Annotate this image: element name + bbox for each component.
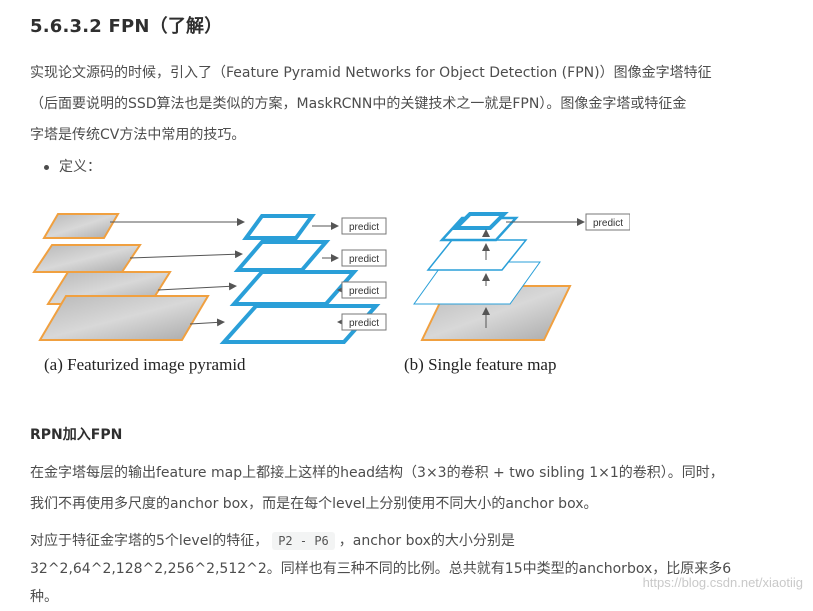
image-pyramid-a: predict predict predict predict (a) Feat…: [32, 213, 387, 374]
level-suffix: ，anchor box的大小分别是: [338, 533, 515, 549]
predict-box-a2: predict: [341, 249, 387, 267]
predict-label-a3: predict: [349, 286, 379, 297]
feature-map-3: [233, 240, 331, 272]
level-line-1: 对应于特征金字塔的5个level的特征，P2 - P6，anchor box的大…: [30, 527, 790, 555]
intro-line-3: 字塔是传统CV方法中常用的技巧。: [30, 127, 246, 143]
rpn-paragraph: 在金字塔每层的输出feature map上都接上这样的head结构（3×3的卷积…: [30, 458, 790, 520]
bullet-dot-icon: [44, 164, 49, 170]
caption-a: (a) Featurized image pyramid: [44, 355, 246, 374]
image-level-1: [38, 295, 210, 341]
predict-box-b: predict: [585, 213, 630, 231]
intro-paragraph: 实现论文源码的时候，引入了（Feature Pyramid Networks f…: [30, 58, 790, 151]
section-title: 5.6.3.2 FPN（了解）: [30, 16, 223, 37]
feature-map-4: [242, 214, 316, 240]
rpn-heading: RPN加入FPN: [30, 427, 123, 443]
definition-bullet: 定义：: [44, 156, 101, 176]
predict-label-a4: predict: [349, 318, 379, 329]
intro-line-1: 实现论文源码的时候，引入了（Feature Pyramid Networks f…: [30, 65, 712, 81]
watermark: https://blog.csdn.net/xiaotiig: [642, 575, 803, 590]
image-level-3: [32, 244, 142, 273]
intro-line-2: （后面要说明的SSD算法也是类似的方案，MaskRCNN中的关键技术之一就是FP…: [30, 96, 687, 112]
predict-box-a1: predict: [341, 217, 387, 235]
inline-code: P2 - P6: [272, 532, 335, 550]
predict-label-a2: predict: [349, 254, 379, 265]
level-paragraph: 对应于特征金字塔的5个level的特征，P2 - P6，anchor box的大…: [30, 527, 790, 611]
rpn-line-1: 在金字塔每层的输出feature map上都接上这样的head结构（3×3的卷积…: [30, 465, 724, 481]
predict-label-b: predict: [593, 218, 623, 229]
fpn-figure: predict predict predict predict (a) Feat…: [32, 212, 630, 374]
caption-b: (b) Single feature map: [404, 355, 556, 374]
predict-box-a4: predict: [341, 313, 387, 331]
feature-map-1: [219, 304, 381, 344]
level-line-3: 种。: [30, 589, 58, 605]
definition-label: 定义：: [59, 159, 101, 175]
predict-label-a1: predict: [349, 222, 379, 233]
predict-box-a3: predict: [341, 281, 387, 299]
rpn-line-2: 我们不再使用多尺度的anchor box，而是在每个level上分别使用不同大小…: [30, 496, 598, 512]
single-feature-map-b: predict (b) Single feature map: [404, 212, 630, 374]
feature-map-2: [229, 270, 359, 306]
feature-map-b2: [426, 239, 528, 271]
level-prefix: 对应于特征金字塔的5个level的特征，: [30, 533, 269, 549]
image-level-4: [42, 213, 120, 239]
level-line-2: 32^2,64^2,128^2,256^2,512^2。同样也有三种不同的比例。…: [30, 561, 732, 577]
feature-map-b4: [451, 212, 509, 230]
